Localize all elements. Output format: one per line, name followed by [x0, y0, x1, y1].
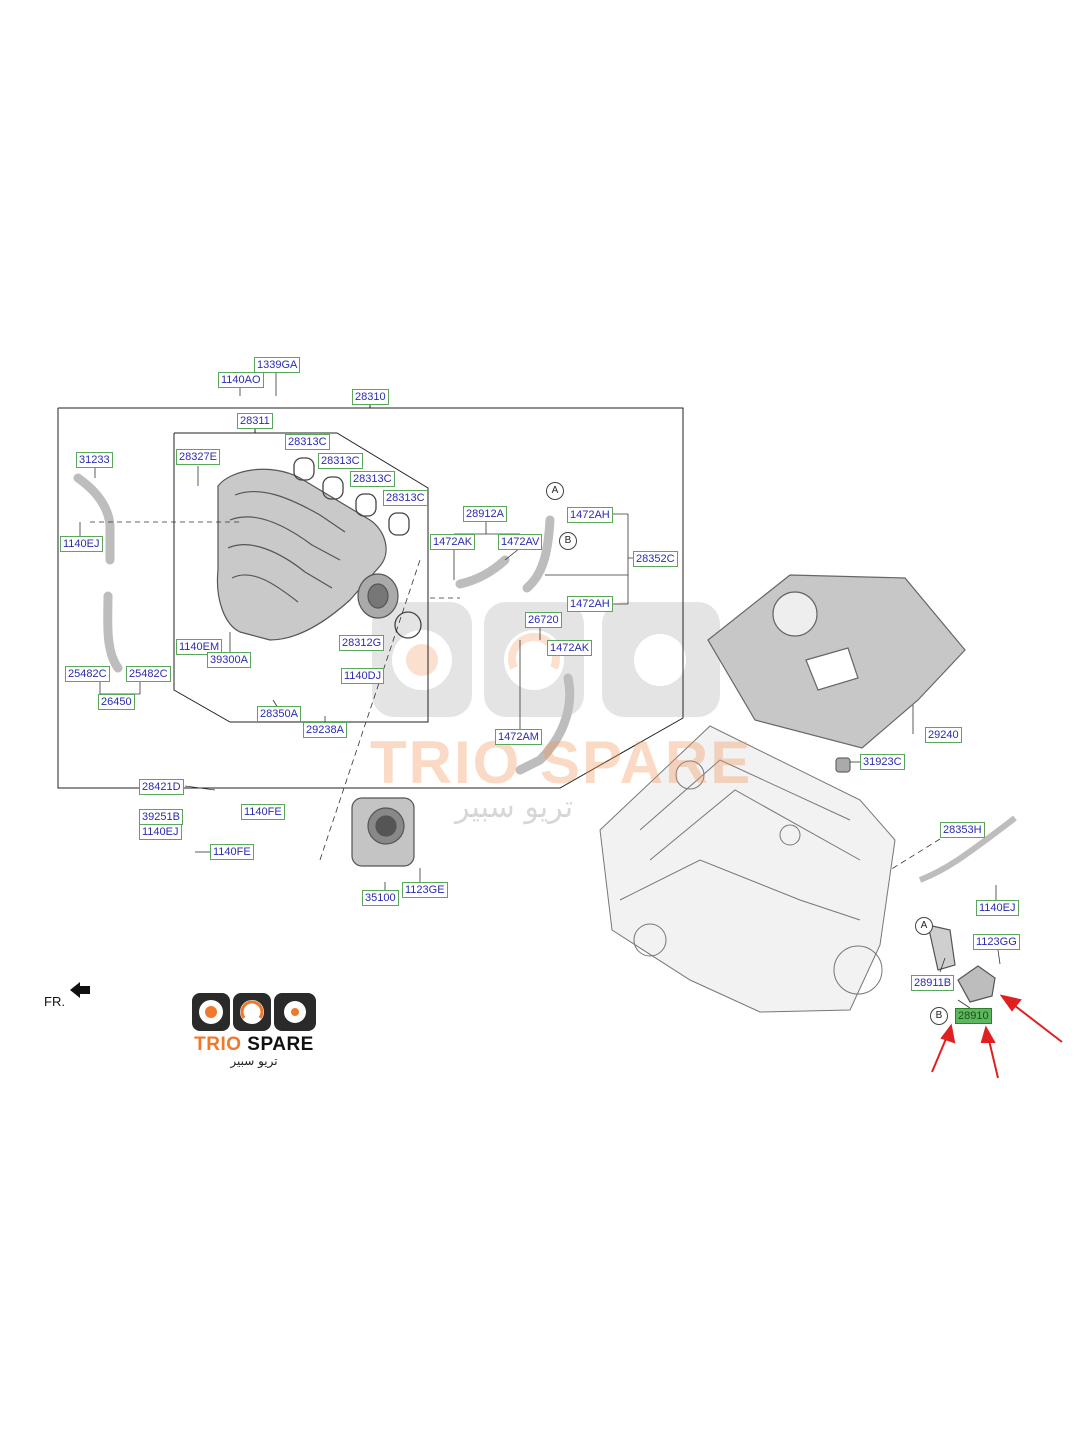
part-label[interactable]: 1140EJ	[60, 536, 103, 552]
part-label[interactable]: 1123GG	[973, 934, 1020, 950]
brand-logo-title: TRIO SPARE	[192, 1034, 316, 1056]
part-label[interactable]: 1339GA	[254, 357, 301, 373]
part-label[interactable]: 28313C	[383, 490, 428, 506]
sensor-parts-icon	[918, 815, 1017, 1003]
brand-name-part2: SPARE	[247, 1034, 314, 1055]
part-label[interactable]: 39251B	[139, 809, 183, 825]
part-label[interactable]: 28311	[237, 413, 273, 429]
part-label[interactable]: 1123GE	[402, 882, 448, 898]
part-label[interactable]: 1140EJ	[976, 900, 1019, 916]
part-label[interactable]: 1472AK	[430, 534, 476, 550]
part-label[interactable]: 28313C	[350, 471, 395, 487]
part-label[interactable]: 28310	[352, 389, 389, 405]
brand-logo-arabic: تريو سبير	[230, 1054, 278, 1068]
hose-icons	[73, 473, 575, 775]
part-label[interactable]: 28352C	[633, 551, 678, 567]
callout-a: A	[915, 917, 933, 935]
part-label[interactable]: 28350A	[257, 706, 301, 722]
brand-name-part1: TRIO	[194, 1034, 242, 1055]
orientation-label: FR.	[44, 994, 65, 1009]
part-label[interactable]: 28912A	[463, 506, 507, 522]
part-label-selected[interactable]: 28910	[955, 1008, 992, 1024]
engine-cover-icon	[707, 574, 966, 773]
part-label[interactable]: 1472AH	[567, 596, 613, 612]
part-label[interactable]: 26450	[98, 694, 135, 710]
part-label[interactable]: 1140FE	[241, 804, 285, 820]
part-label[interactable]: 1140EJ	[139, 824, 182, 840]
watermark-text: TRIO SPARE	[370, 729, 753, 796]
part-label[interactable]: 1140DJ	[341, 668, 385, 684]
part-label[interactable]: 1140EM	[176, 639, 223, 655]
part-label[interactable]: 28313C	[285, 434, 330, 450]
throttle-body-icon	[351, 797, 415, 867]
part-label[interactable]: 28353H	[940, 822, 985, 838]
callout-a: A	[546, 482, 564, 500]
callout-b: B	[559, 532, 577, 550]
part-label[interactable]: 26720	[525, 612, 562, 628]
part-label[interactable]: 1472AV	[498, 534, 543, 550]
brand-logo-icon	[192, 993, 316, 1031]
gasket-icons	[293, 457, 422, 639]
part-label[interactable]: 1472AH	[567, 507, 613, 523]
part-label[interactable]: 1472AK	[547, 640, 593, 656]
part-label[interactable]: 25482C	[126, 666, 171, 682]
highlight-arrows	[931, 994, 1063, 1079]
intake-manifold-icon	[216, 468, 399, 641]
part-label[interactable]: 29240	[925, 727, 962, 743]
part-label[interactable]: 1140AO	[218, 372, 264, 388]
part-label[interactable]: 28327E	[176, 449, 220, 465]
part-label[interactable]: 25482C	[65, 666, 110, 682]
front-direction-icon	[70, 982, 90, 998]
engine-block-icon	[599, 725, 896, 1013]
part-label[interactable]: 28313C	[318, 453, 363, 469]
watermark-arabic-text: تريو سبير	[455, 790, 574, 825]
part-label[interactable]: 1140FE	[210, 844, 254, 860]
part-label[interactable]: 28911B	[911, 975, 955, 991]
part-label[interactable]: 1472AM	[495, 729, 542, 745]
callout-b: B	[930, 1007, 948, 1025]
watermark-logo-icons	[372, 602, 720, 717]
part-label[interactable]: 28312G	[339, 635, 385, 651]
part-label[interactable]: 31923C	[860, 754, 905, 770]
part-label[interactable]: 28421D	[139, 779, 184, 795]
part-label[interactable]: 31233	[76, 452, 113, 468]
part-label[interactable]: 35100	[362, 890, 399, 906]
part-label[interactable]: 29238A	[303, 722, 347, 738]
part-label[interactable]: 39300A	[207, 652, 251, 668]
